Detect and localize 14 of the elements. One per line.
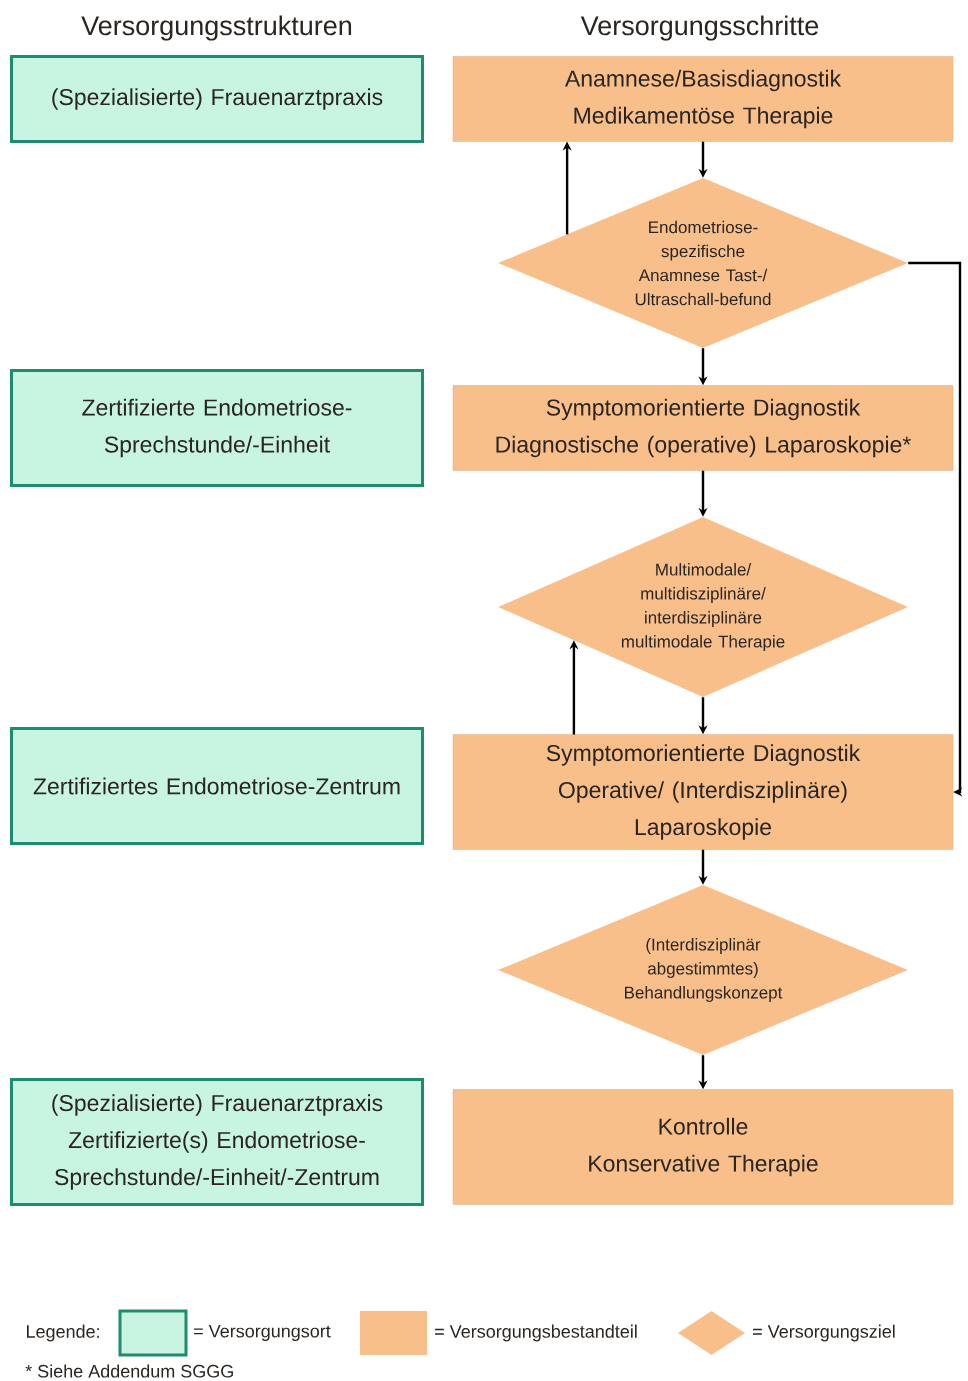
footnote: * Siehe Addendum SGGG (25, 1364, 233, 1378)
process-box: Anamnese/Basisdiagnostik Medikamentöse Therapie (452, 56, 954, 142)
legend-title: Legende: (27, 1324, 99, 1342)
legend-text: = Versorgungsbestandteil (435, 1324, 637, 1342)
process-box: Symptomorientierte Diagnostik Operative/ (Interdisziplinäre) Laparoskopie (452, 734, 954, 850)
location-box: Zertifiziertes Endometriose-Zentrum (10, 727, 424, 845)
location-box: Zertifizierte Endometriose-Sprechstunde/-Einheit (10, 369, 424, 487)
process-box: Kontrolle Konservative Therapie (452, 1089, 954, 1205)
legend-text: = Versorgungsort (194, 1324, 331, 1342)
process-box: Symptomorientierte Diagnostik Diagnostische (operative) Laparoskopie* (452, 385, 954, 471)
location-box: (Spezialisierte) Frauenarztpraxis (10, 55, 424, 143)
legend-text: = Versorgungsziel (753, 1324, 895, 1342)
arrow (908, 261, 963, 797)
location-box: (Spezialisierte) Frauenarztpraxis Zertifizierte(s) Endometriose-Sprechstunde/-Einheit/-Zentrum (10, 1078, 424, 1206)
